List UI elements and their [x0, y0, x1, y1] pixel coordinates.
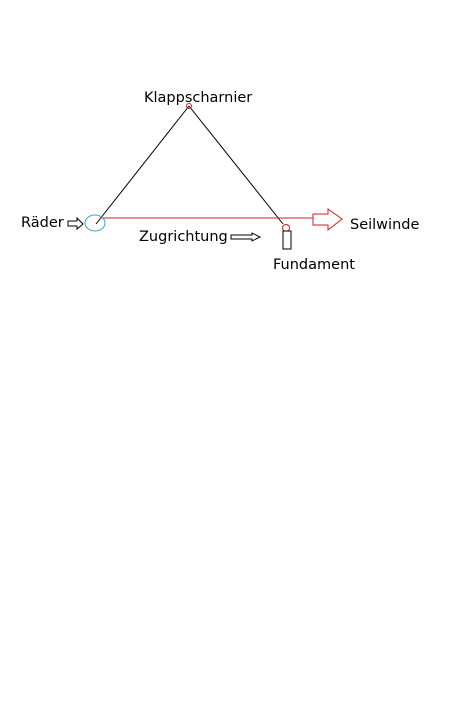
foundation-post-icon: [282, 230, 292, 250]
right-frame-leg: [188, 105, 284, 225]
left-frame-leg: [95, 105, 190, 225]
wheels-circle-icon: [84, 214, 106, 232]
pull-direction-label: Zugrichtung: [139, 229, 228, 245]
winch-label: Seilwinde: [350, 217, 419, 233]
hinge-label: Klappscharnier: [144, 90, 252, 106]
wheels-label: Räder: [21, 215, 64, 231]
winch-arrow-icon: [312, 208, 343, 232]
pull-direction-arrow-icon: [230, 232, 262, 242]
foundation-label: Fundament: [273, 257, 355, 273]
foundation-joint-icon: [282, 224, 290, 232]
hinge-point-icon: [186, 103, 192, 109]
wheels-pointer-arrow-icon: [67, 216, 84, 231]
